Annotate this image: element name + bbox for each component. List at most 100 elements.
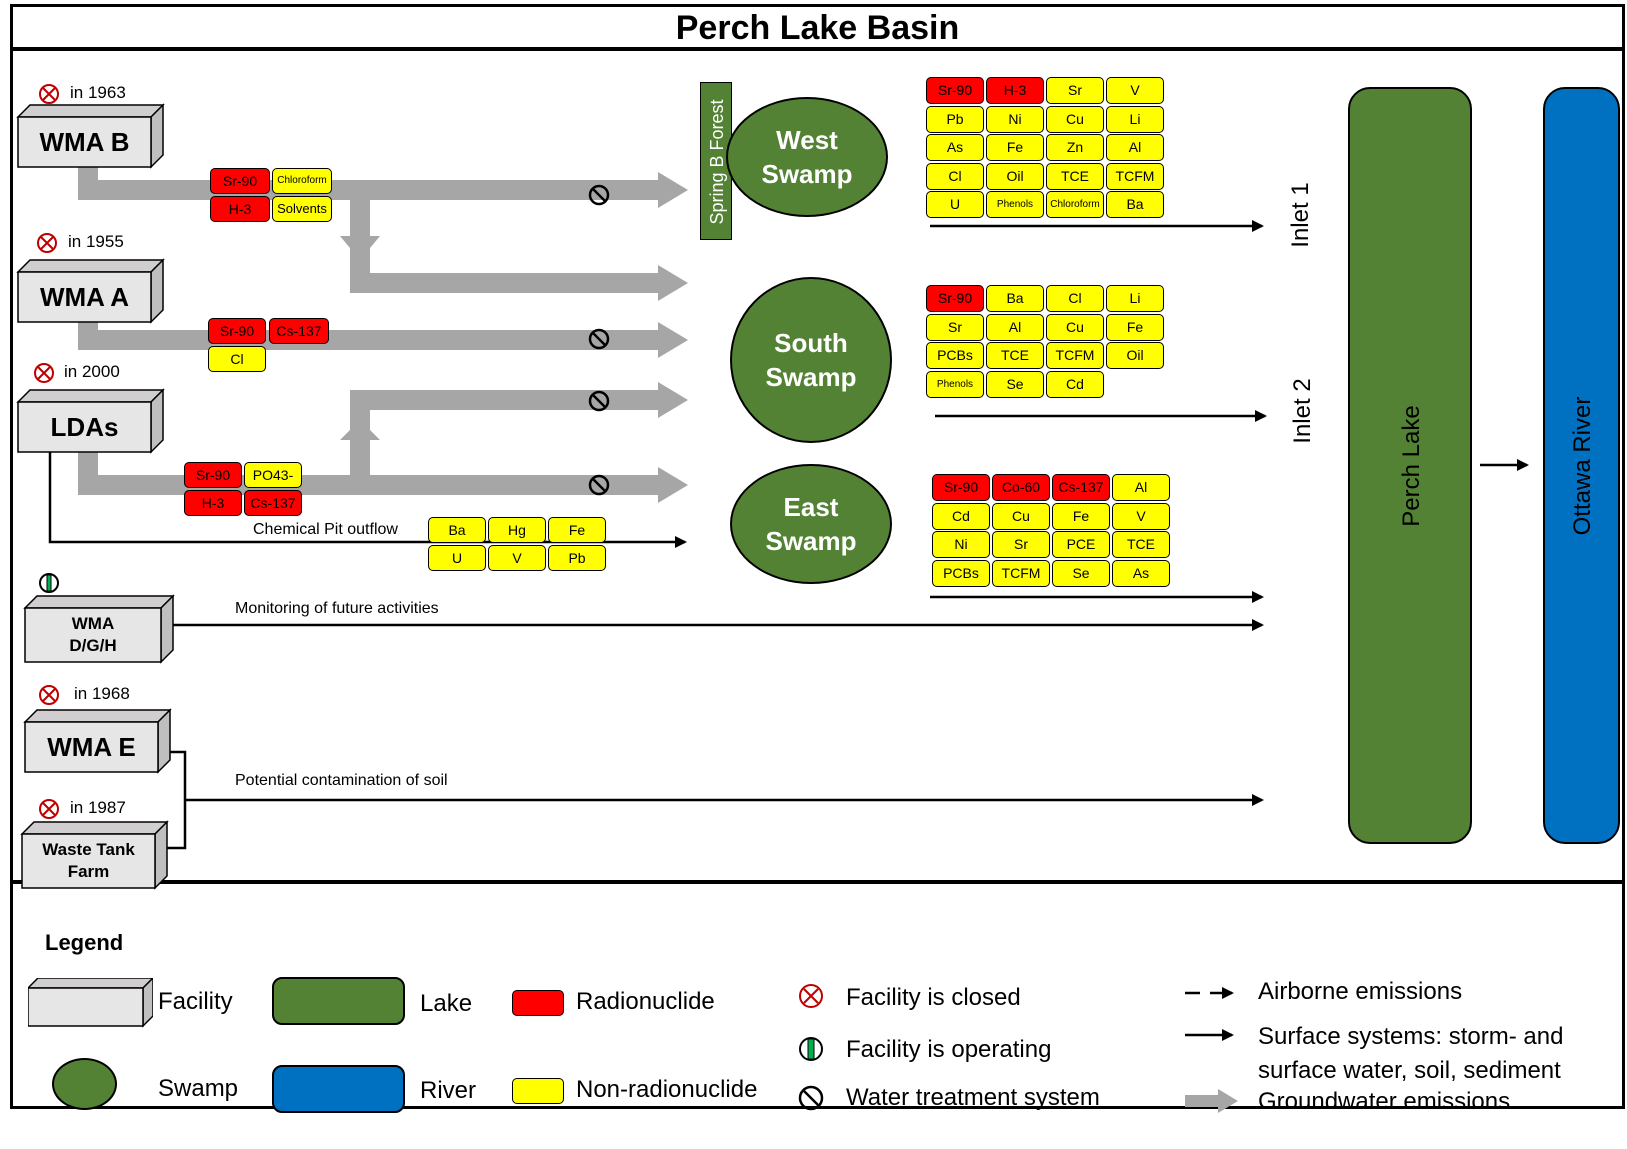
ottawa-river-label: Ottawa River [1569,396,1596,536]
closed-year: in 1955 [68,232,124,251]
chip-non-radionuclide: TCE [1112,531,1170,558]
legend-water-treatment: Water treatment system [846,1084,1100,1111]
legend-river-icon [272,1065,405,1113]
chip-non-radionuclide: Fe [1052,502,1110,530]
legend-lake-icon [272,977,405,1025]
chip-non-radionuclide: Pb [548,545,606,571]
chip-non-radionuclide: Ni [932,531,990,558]
chip-non-radionuclide: Zn [1046,134,1104,161]
legend-non-radionuclide-icon [512,1078,564,1104]
closed-icon [34,363,54,383]
chip-non-radionuclide: Phenols [986,191,1044,218]
chip-non-radionuclide: V [488,545,546,571]
operating-icon [39,573,59,593]
facility-wma-a: WMA A [16,258,165,324]
legend-airborne: Airborne emissions [1258,978,1463,1005]
chip-non-radionuclide: Se [1052,559,1110,587]
legend-lake: Lake [420,990,473,1017]
facility-wma-b: WMA B [16,103,165,169]
chip-non-radionuclide: As [1112,559,1170,587]
closed-icon [39,84,59,104]
chip-non-radionuclide: Sr [926,313,984,341]
facility-wma-dgh: WMA D/G/H [23,594,175,664]
facility-label: LDAs [50,412,119,442]
chip-radionuclide: Sr-90 [932,474,990,501]
water-treatment-icon [588,390,610,412]
chip-non-radionuclide: Sr [992,531,1050,558]
closed-icon [39,685,59,705]
chip-non-radionuclide: PCBs [932,559,990,587]
legend-river: River [420,1077,477,1104]
closed-year: in 1963 [70,83,126,102]
legend-facility: Facility [158,988,233,1015]
legend-heading: Legend [45,930,124,955]
chip-radionuclide: Cs-137 [269,318,329,344]
water-treatment-icon [588,474,610,496]
south-swamp-label: South Swamp [765,328,857,392]
chip-non-radionuclide: Al [986,313,1044,341]
chip-non-radionuclide: Sr [1046,77,1104,104]
legend-radionuclide-icon [512,990,564,1016]
chip-non-radionuclide: Cl [1046,285,1104,312]
legend-operating-icon [799,1037,823,1061]
perch-lake: Perch Lake [1348,87,1472,844]
chip-non-radionuclide: Al [1112,474,1170,501]
west-swamp-label: West Swamp [761,125,853,189]
chip-non-radionuclide: Pb [926,105,984,133]
inlet-2-label: Inlet 2 [1289,378,1316,444]
facility-wma-e: WMA E [23,708,172,774]
chip-non-radionuclide: Fe [548,517,606,543]
legend-facility-icon [28,978,153,1028]
chip-non-radionuclide: Solvents [272,196,332,222]
ottawa-river: Ottawa River [1543,87,1620,844]
chip-non-radionuclide: V [1112,502,1170,530]
chip-non-radionuclide: PCBs [926,342,984,369]
chip-non-radionuclide: TCFM [1106,162,1164,190]
chip-radionuclide: Cs-137 [244,490,302,516]
water-treatment-icon [588,184,610,206]
west-swamp: West Swamp [726,97,888,217]
chip-non-radionuclide: TCE [1046,162,1104,190]
chip-radionuclide: H-3 [986,77,1044,104]
chip-radionuclide: Co-60 [992,474,1050,501]
chip-non-radionuclide: Hg [488,517,546,543]
chip-non-radionuclide: As [926,134,984,161]
chip-non-radionuclide: Ba [1106,191,1164,218]
facility-waste-tank-farm: Waste Tank Farm [20,820,169,890]
chip-radionuclide: Sr-90 [926,77,984,104]
chip-non-radionuclide: Cu [1046,313,1104,341]
chip-radionuclide: Sr-90 [210,168,270,194]
facility-label: WMA A [39,282,130,312]
chip-non-radionuclide: PCE [1052,531,1110,558]
chip-non-radionuclide: Cl [926,162,984,190]
facility-ldas: LDAs [16,388,165,454]
chip-non-radionuclide: Al [1106,134,1164,161]
chip-non-radionuclide: PO43- [244,462,302,488]
legend-swamp: Swamp [158,1075,239,1102]
chip-radionuclide: H-3 [184,490,242,516]
chip-non-radionuclide: Cd [1046,370,1104,398]
chip-non-radionuclide: Oil [1106,342,1164,369]
water-treatment-icon [588,328,610,350]
east-swamp: East Swamp [730,464,892,584]
chip-non-radionuclide: Ba [986,285,1044,312]
facility-label: Waste Tank Farm [42,840,135,881]
chip-non-radionuclide: Cd [932,502,990,530]
closed-year: in 2000 [64,362,120,381]
closed-year: in 1987 [70,798,126,817]
legend-operating: Facility is operating [846,1036,1052,1063]
chip-non-radionuclide: Ba [428,517,486,543]
chip-non-radionuclide: TCFM [1046,342,1104,369]
chip-non-radionuclide: U [926,191,984,218]
chip-non-radionuclide: Phenols [926,370,984,398]
chip-non-radionuclide: Chloroform [1046,191,1104,218]
chip-non-radionuclide: Chloroform [272,168,332,194]
legend-water-treatment-icon [798,1085,824,1111]
chip-radionuclide: Sr-90 [926,285,984,312]
facility-label: WMA B [39,127,130,157]
perch-lake-label: Perch Lake [1398,405,1425,527]
legend-closed: Facility is closed [846,984,1021,1011]
chip-non-radionuclide: Se [986,370,1044,398]
inlet-1-label: Inlet 1 [1287,182,1314,248]
chip-non-radionuclide: TCFM [992,559,1050,587]
